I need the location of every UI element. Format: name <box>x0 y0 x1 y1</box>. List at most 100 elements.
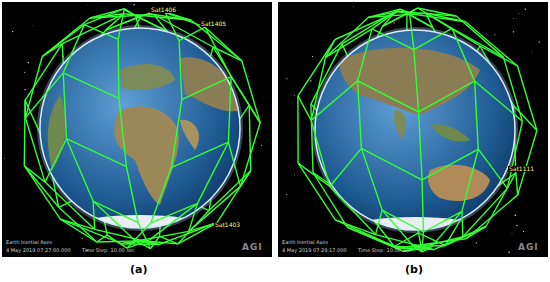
star <box>12 31 13 32</box>
panel-label: (a) <box>130 264 147 275</box>
inter-satellite-link <box>414 28 452 49</box>
star <box>516 225 517 226</box>
star <box>476 242 477 243</box>
star <box>24 72 25 73</box>
inter-satellite-link <box>25 73 63 118</box>
inter-satellite-link <box>452 28 475 81</box>
satellite-label: Sat1406 <box>150 7 177 13</box>
star <box>24 89 25 90</box>
inter-satellite-link <box>358 81 362 149</box>
inter-satellite-link <box>456 16 503 57</box>
inter-satellite-link <box>205 27 231 76</box>
logo: AGI <box>518 243 539 252</box>
orbit-links-back <box>298 8 537 252</box>
inter-satellite-link <box>117 39 119 98</box>
space-background <box>2 2 272 257</box>
inter-satellite-link <box>372 29 414 50</box>
inter-satellite-link <box>151 168 172 223</box>
star <box>513 18 515 20</box>
star <box>248 75 250 77</box>
star <box>531 51 533 53</box>
orbit-links-front <box>24 9 260 249</box>
earth-globe <box>37 25 243 233</box>
inter-satellite-link <box>507 121 522 188</box>
axes-label: Earth Inertial Axes <box>6 240 52 245</box>
inter-satellite-link <box>124 9 135 16</box>
star <box>523 231 524 232</box>
star <box>525 132 527 134</box>
inter-satellite-link <box>361 148 422 179</box>
time-step: Time Step: 10.00 sec <box>358 248 411 253</box>
inter-satellite-link <box>478 149 507 188</box>
inter-satellite-link <box>330 187 376 235</box>
inter-satellite-link <box>119 98 127 166</box>
star <box>513 31 514 32</box>
inter-satellite-link <box>298 96 311 121</box>
inter-satellite-link <box>63 25 84 73</box>
stars <box>4 4 540 253</box>
star <box>539 41 540 42</box>
star <box>28 62 29 63</box>
orbit-links-front <box>298 8 537 252</box>
inter-satellite-link <box>198 142 229 203</box>
inter-satellite-link <box>335 220 375 235</box>
inter-satellite-link <box>63 73 119 98</box>
inter-satellite-link <box>518 131 537 195</box>
inter-satellite-link <box>171 142 228 167</box>
inter-satellite-link <box>159 223 217 245</box>
inter-satellite-link <box>475 81 523 121</box>
inter-satellite-link <box>431 211 462 247</box>
star <box>494 34 495 35</box>
inter-satellite-link <box>382 210 423 232</box>
inter-satellite-link <box>423 211 462 232</box>
inter-satellite-link <box>311 57 325 120</box>
inter-satellite-link <box>60 219 121 244</box>
star <box>32 24 34 26</box>
inter-satellite-link <box>151 203 198 223</box>
star <box>286 194 287 195</box>
inter-satellite-link <box>84 25 118 40</box>
inter-satellite-link <box>475 81 479 149</box>
inter-satellite-link <box>410 8 418 13</box>
inter-satellite-link <box>231 77 260 123</box>
inter-satellite-link <box>503 57 522 121</box>
satellite-label: Sat1403 <box>214 222 241 228</box>
star <box>521 96 523 98</box>
orbit-links-back <box>24 9 260 249</box>
inter-satellite-link <box>358 81 419 112</box>
inter-satellite-link <box>93 201 138 223</box>
inter-satellite-link <box>205 27 242 61</box>
star <box>294 94 296 96</box>
earth-globe <box>312 27 518 235</box>
inter-satellite-link <box>462 211 463 237</box>
inter-satellite-link <box>326 17 369 57</box>
inter-satellite-link <box>182 77 231 100</box>
inter-satellite-link <box>382 210 413 246</box>
star <box>82 238 83 239</box>
inter-satellite-link <box>297 96 299 163</box>
star <box>293 174 295 176</box>
star <box>133 4 134 5</box>
inter-satellite-link <box>25 118 45 182</box>
satellite-label: Sat1111 <box>508 166 535 172</box>
star <box>508 252 509 253</box>
inter-satellite-link <box>138 223 150 249</box>
inter-satellite-link <box>311 120 330 186</box>
star <box>394 22 395 23</box>
inter-satellite-link <box>171 100 182 168</box>
inter-satellite-link <box>422 149 478 180</box>
inter-satellite-link <box>84 9 123 25</box>
inter-satellite-link <box>414 50 419 112</box>
inter-satellite-link <box>93 201 95 229</box>
inter-satellite-link <box>126 167 138 223</box>
inter-satellite-link <box>419 112 423 180</box>
inter-satellite-link <box>466 195 518 239</box>
inter-satellite-link <box>311 81 357 121</box>
inter-satellite-link <box>462 149 478 211</box>
inter-satellite-link <box>410 13 414 50</box>
inter-satellite-link <box>418 8 457 16</box>
star <box>310 80 311 81</box>
inter-satellite-link <box>228 77 231 143</box>
inter-satellite-link <box>179 41 182 100</box>
